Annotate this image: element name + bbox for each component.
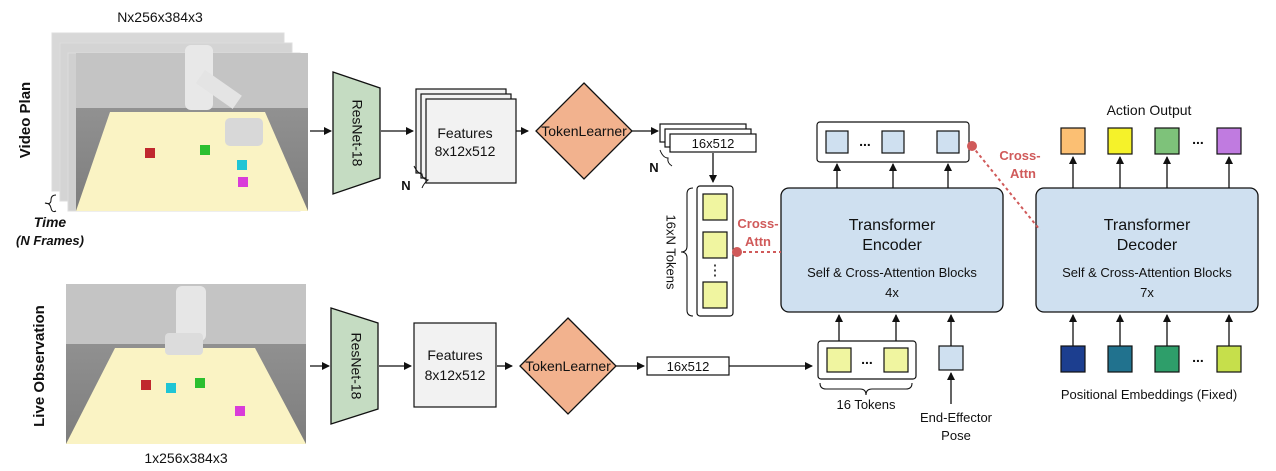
tokenlearner-bottom-diamond <box>519 317 617 415</box>
time-label: Time <box>34 214 67 230</box>
end-effector-label-2: Pose <box>941 428 971 443</box>
decoder-title: Transformer <box>1104 217 1191 234</box>
resnet-top-label: ResNet-18 <box>349 100 365 167</box>
video-plan-label: Video Plan <box>17 82 34 158</box>
encoder-title-2: Encoder <box>862 237 922 254</box>
resnet-top-block <box>332 71 381 195</box>
tokenlearner-top-diamond <box>535 82 633 180</box>
tokens-n-brace <box>659 149 673 167</box>
action-output-label: Action Output <box>1107 102 1192 118</box>
video-frame-image <box>76 45 308 211</box>
decoder-cross-attn-label-1: Cross- <box>999 148 1040 163</box>
video-shape-label: Nx256x384x3 <box>117 9 203 25</box>
encoder-repeat-label: 4x <box>885 285 899 300</box>
features-bottom-box <box>413 322 497 408</box>
tokens-top-shape: 16x512 <box>692 136 735 151</box>
live-shape-label: 1x256x384x3 <box>144 450 228 466</box>
features-top-title: Features <box>437 125 492 141</box>
live-observation-label: Live Observation <box>31 305 48 427</box>
decoder-cross-attn-dot <box>967 141 977 151</box>
observation-tokens-label: 16 Tokens <box>836 397 896 412</box>
features-top-stack <box>415 88 517 184</box>
transformer-decoder-block <box>1035 187 1259 313</box>
features-bottom-title: Features <box>427 347 482 363</box>
tokenlearner-top-label: TokenLearner <box>541 123 627 139</box>
action-output-ellipsis: ... <box>1192 131 1204 147</box>
features-top-shape: 8x12x512 <box>435 143 496 159</box>
observation-tokens-brace <box>819 382 913 396</box>
features-bottom-shape: 8x12x512 <box>425 367 486 383</box>
resnet-bottom-label: ResNet-18 <box>348 333 364 400</box>
video-tokens-label: 16xN Tokens <box>664 215 679 290</box>
decoder-cross-attn-line <box>971 145 1041 231</box>
positional-embedding-tokens <box>1060 345 1242 373</box>
video-tokens-column <box>696 185 734 317</box>
features-n-brace <box>413 165 430 189</box>
encoder-output-ellipsis: ... <box>859 133 871 149</box>
positional-embedding-label: Positional Embeddings (Fixed) <box>1061 387 1237 402</box>
end-effector-label-1: End-Effector <box>920 410 993 425</box>
tokens-bottom-shape: 16x512 <box>667 359 710 374</box>
video-plan-frames <box>51 32 308 212</box>
resnet-bottom-block <box>330 307 379 425</box>
end-effector-token <box>938 345 964 371</box>
decoder-cross-attn-label-2: Attn <box>1010 166 1036 181</box>
observation-tokens <box>817 340 917 380</box>
encoder-cross-attn-dot <box>732 247 742 257</box>
time-brace <box>44 194 57 213</box>
video-tokens-vellipsis: ⋮ <box>708 262 723 279</box>
decoder-repeat-label: 7x <box>1140 285 1154 300</box>
video-tokens-brace <box>680 187 694 317</box>
transformer-encoder-block <box>780 187 1004 313</box>
encoder-cross-attn-label-1: Cross- <box>737 216 778 231</box>
live-observation-frame <box>66 284 306 444</box>
decoder-blocks-label: Self & Cross-Attention Blocks <box>1062 265 1232 280</box>
time-sub-label: (N Frames) <box>16 233 84 248</box>
encoder-cross-attn-label-2: Attn <box>745 234 771 249</box>
encoder-blocks-label: Self & Cross-Attention Blocks <box>807 265 977 280</box>
action-output-tokens <box>1060 127 1242 155</box>
positional-embedding-ellipsis: ... <box>1192 349 1204 365</box>
tokens-n-label: N <box>649 160 658 175</box>
encoder-title: Transformer <box>849 217 936 234</box>
decoder-title-2: Decoder <box>1117 237 1178 254</box>
tokens-top-stack <box>659 123 757 153</box>
tokenlearner-bottom-label: TokenLearner <box>525 358 611 374</box>
features-n-label: N <box>401 178 410 193</box>
observation-tokens-ellipsis: ... <box>861 351 873 367</box>
